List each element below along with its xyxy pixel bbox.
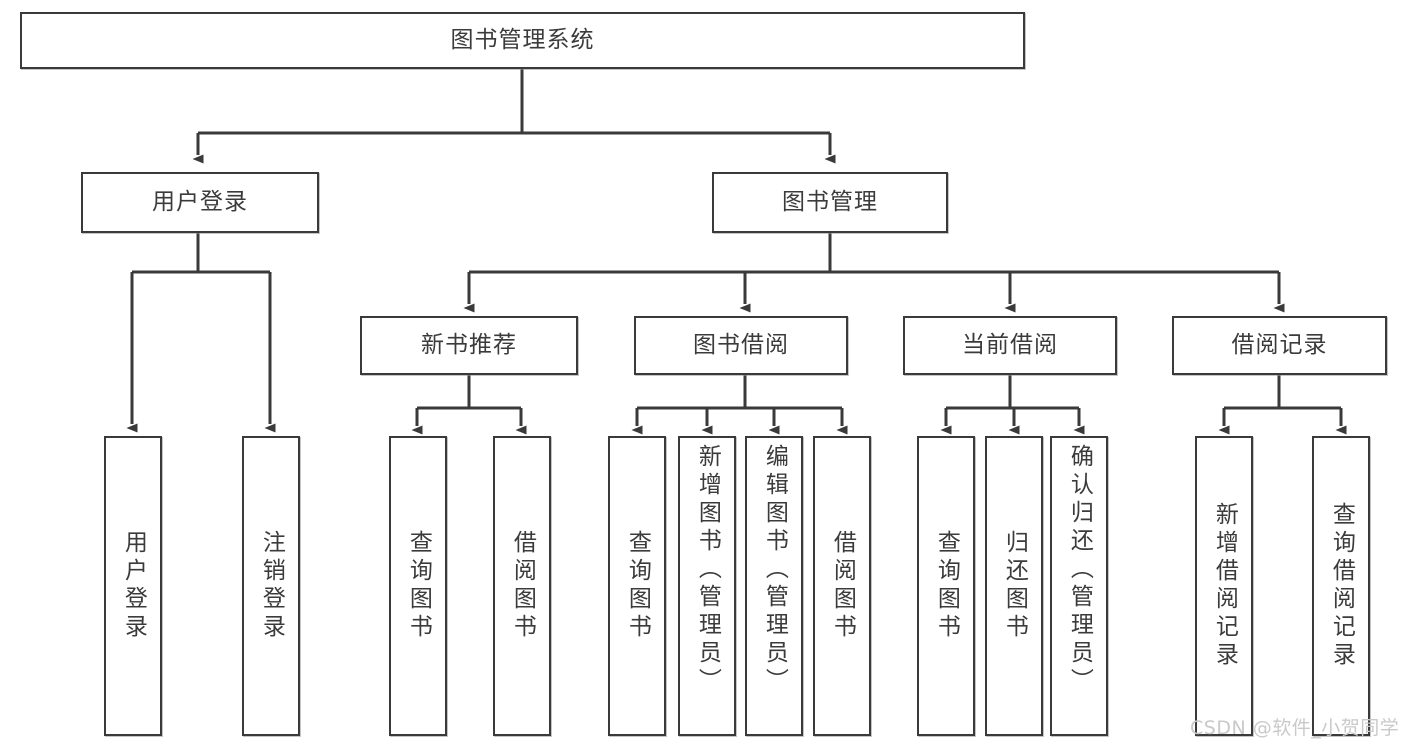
node-new-book-recommend[interactable]: 新书推荐 [360,316,578,375]
node-leaf-add-book[interactable]: 新增图书（管理员） [678,436,736,736]
node-leaf-return-book-label: 归还图书 [1001,530,1028,642]
node-root-label: 图书管理系统 [450,26,595,53]
node-leaf-confirm-return-label: 确认归还（管理员） [1066,444,1093,696]
node-user-login-label: 用户登录 [152,188,248,215]
node-root[interactable]: 图书管理系统 [20,12,1025,69]
node-book-management-label: 图书管理 [782,188,878,215]
node-leaf-borrow-book-1-label: 借阅图书 [509,530,536,642]
node-book-management[interactable]: 图书管理 [712,172,948,233]
node-leaf-add-record[interactable]: 新增借阅记录 [1195,436,1253,736]
node-leaf-borrow-book-2[interactable]: 借阅图书 [813,436,871,736]
node-leaf-query-record[interactable]: 查询借阅记录 [1312,436,1370,736]
node-current-borrow-label: 当前借阅 [962,331,1058,358]
node-leaf-add-record-label: 新增借阅记录 [1211,502,1238,670]
watermark-text: CSDN @软件_小贺同学 [1190,717,1400,739]
node-book-borrow-label: 图书借阅 [693,331,789,358]
node-leaf-edit-book[interactable]: 编辑图书（管理员） [745,436,803,736]
node-leaf-query-book-3[interactable]: 查询图书 [917,436,975,736]
node-leaf-query-book-1-label: 查询图书 [405,530,432,642]
node-leaf-user-logout-label: 注销登录 [258,530,285,642]
node-leaf-query-book-3-label: 查询图书 [933,530,960,642]
node-leaf-borrow-book-1[interactable]: 借阅图书 [493,436,551,736]
node-leaf-confirm-return[interactable]: 确认归还（管理员） [1050,436,1108,736]
node-leaf-edit-book-label: 编辑图书（管理员） [761,444,788,696]
node-borrow-record[interactable]: 借阅记录 [1172,316,1387,375]
node-leaf-borrow-book-2-label: 借阅图书 [829,530,856,642]
node-leaf-user-login[interactable]: 用户登录 [104,436,162,736]
node-book-borrow[interactable]: 图书借阅 [634,316,848,375]
node-leaf-add-book-label: 新增图书（管理员） [694,444,721,696]
node-borrow-record-label: 借阅记录 [1231,331,1328,358]
node-leaf-query-book-2-label: 查询图书 [624,530,651,642]
node-leaf-query-book-1[interactable]: 查询图书 [389,436,447,736]
node-user-login[interactable]: 用户登录 [81,172,319,233]
node-leaf-user-login-label: 用户登录 [120,530,147,642]
node-leaf-return-book[interactable]: 归还图书 [985,436,1043,736]
node-new-book-recommend-label: 新书推荐 [421,331,517,358]
node-current-borrow[interactable]: 当前借阅 [903,316,1117,375]
node-leaf-query-book-2[interactable]: 查询图书 [608,436,666,736]
node-leaf-query-record-label: 查询借阅记录 [1328,502,1355,670]
node-leaf-user-logout[interactable]: 注销登录 [242,436,300,736]
